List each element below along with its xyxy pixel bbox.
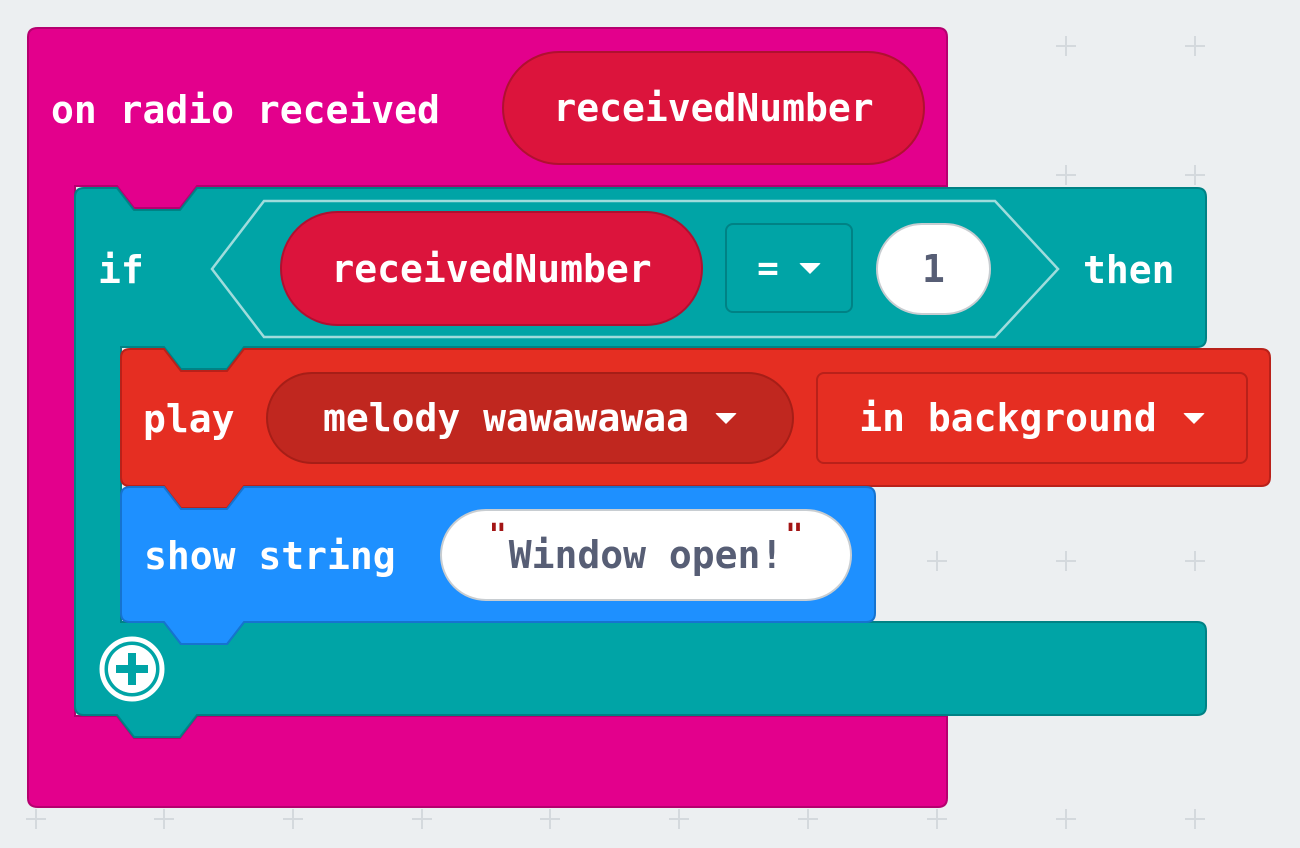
grid-mark [26,809,46,829]
grid-mark [540,809,560,829]
number-value: 1 [922,247,945,291]
event-label: on radio received [51,88,440,132]
grid-mark [1056,165,1076,185]
string-text-input[interactable]: " Window open! " [440,509,852,601]
melody-label: melody wawawawaa [322,396,690,440]
grid-mark [154,809,174,829]
add-else-button[interactable] [98,635,166,703]
grid-mark [1185,36,1205,56]
chevron-down-icon [715,412,738,424]
play-label: play [143,397,235,441]
grid-mark [1056,551,1076,571]
mode-label: in background [859,396,1157,440]
comparison-operator-dropdown[interactable]: = [725,223,853,313]
number-input[interactable]: 1 [876,223,991,315]
playback-mode-dropdown[interactable]: in background [816,372,1248,464]
grid-mark [1185,165,1205,185]
grid-mark [669,809,689,829]
chevron-down-icon [798,262,821,274]
then-label: then [1083,248,1175,292]
melody-dropdown[interactable]: melody wawawawaa [266,372,794,464]
if-label: if [98,248,144,292]
received-number-parameter[interactable]: receivedNumber [502,51,925,165]
grid-mark [1056,36,1076,56]
condition-variable-received-number[interactable]: receivedNumber [280,211,703,326]
grid-mark [927,809,947,829]
close-quote: " [785,517,804,553]
operator-label: = [757,247,779,289]
grid-mark [1185,809,1205,829]
grid-mark [927,551,947,571]
grid-mark [412,809,432,829]
plus-circle-icon [99,636,165,702]
string-value: Window open! [508,533,784,577]
grid-mark [1185,551,1205,571]
grid-mark [1056,809,1076,829]
parameter-label: receivedNumber [553,86,874,130]
variable-label: receivedNumber [331,246,652,291]
chevron-down-icon [1182,412,1205,424]
open-quote: " [488,517,507,553]
grid-mark [798,809,818,829]
grid-mark [283,809,303,829]
show-string-label: show string [144,534,396,578]
